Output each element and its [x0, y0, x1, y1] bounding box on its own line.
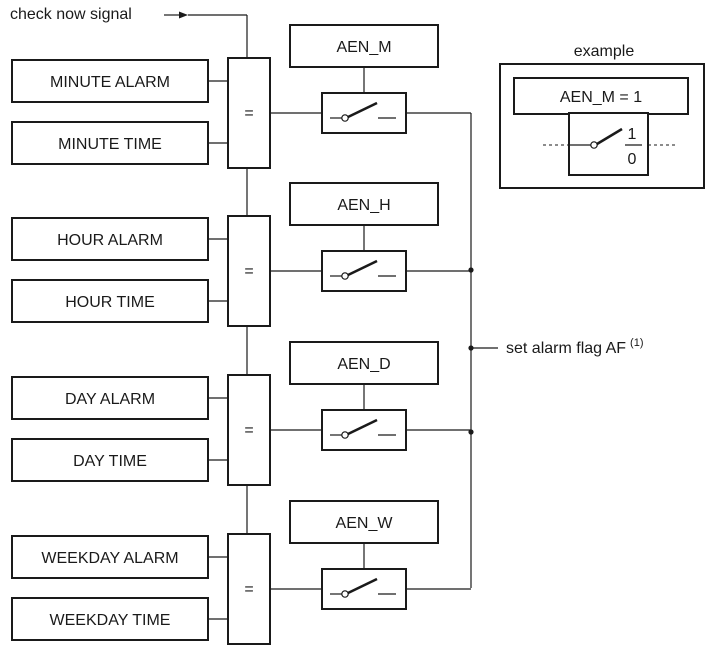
day-comparator	[227, 374, 271, 486]
check-signal-arrow	[164, 11, 247, 19]
weekday-alarm-label: WEEKDAY ALARM	[41, 550, 178, 567]
minute-comparator-symbol: =	[244, 105, 253, 122]
weekday-switch-blade	[347, 577, 378, 595]
hour-switch-pivot	[341, 272, 349, 280]
day-enable-label: AEN_D	[337, 356, 390, 373]
example-enable-label: AEN_M = 1	[560, 89, 642, 106]
day-enable-box	[289, 341, 439, 385]
day-alarm-group: DAY ALARM DAY TIME = AEN_D	[11, 341, 471, 486]
hour-alarm-box	[11, 217, 209, 261]
hour-enable-label: AEN_H	[337, 197, 390, 214]
day-switch-pivot	[341, 431, 349, 439]
minute-switch-pivot	[341, 114, 349, 122]
weekday-time-label: WEEKDAY TIME	[50, 612, 171, 629]
weekday-comparator-symbol: =	[244, 581, 253, 598]
set-alarm-flag-label: set alarm flag AF(1)	[506, 337, 644, 357]
minute-enable-box	[289, 24, 439, 68]
minute-time-label: MINUTE TIME	[58, 136, 162, 153]
example-title: example	[574, 43, 635, 60]
example-position-1: 1	[628, 126, 637, 143]
day-time-box	[11, 438, 209, 482]
example-switch-blade	[596, 127, 623, 146]
day-alarm-label: DAY ALARM	[65, 391, 155, 408]
weekday-switch-pivot	[341, 590, 349, 598]
weekday-alarm-box	[11, 535, 209, 579]
hour-comparator	[227, 215, 271, 327]
example-panel: example AEN_M = 1 1 0	[499, 43, 705, 189]
minute-time-box	[11, 121, 209, 165]
minute-alarm-label: MINUTE ALARM	[50, 74, 170, 91]
example-position-0: 0	[628, 151, 637, 168]
day-alarm-box	[11, 376, 209, 420]
day-comparator-symbol: =	[244, 422, 253, 439]
hour-alarm-label: HOUR ALARM	[57, 232, 163, 249]
example-enable-box	[513, 77, 689, 115]
weekday-comparator	[227, 533, 271, 645]
hour-switch	[321, 250, 407, 292]
hour-switch-blade	[347, 259, 378, 277]
weekday-switch	[321, 568, 407, 610]
example-switch-pivot	[590, 141, 598, 149]
day-switch	[321, 409, 407, 451]
hour-alarm-group: HOUR ALARM HOUR TIME = AEN_H	[11, 182, 471, 327]
day-switch-blade	[347, 418, 378, 436]
weekday-alarm-group: WEEKDAY ALARM WEEKDAY TIME = AEN_W	[11, 500, 471, 645]
minute-alarm-group: MINUTE ALARM MINUTE TIME = AEN_M	[11, 24, 471, 169]
minute-enable-label: AEN_M	[336, 39, 391, 56]
junction-dot	[468, 429, 474, 435]
example-switch-box	[568, 112, 649, 176]
minute-comparator	[227, 57, 271, 169]
weekday-enable-label: AEN_W	[336, 515, 394, 532]
junction-dot	[468, 267, 474, 273]
junction-dot	[468, 345, 474, 351]
minute-switch	[321, 92, 407, 134]
day-time-label: DAY TIME	[73, 453, 147, 470]
hour-time-box	[11, 279, 209, 323]
check-now-signal-label: check now signal	[10, 6, 132, 23]
minute-switch-blade	[347, 101, 378, 119]
hour-time-label: HOUR TIME	[65, 294, 154, 311]
hour-comparator-symbol: =	[244, 263, 253, 280]
